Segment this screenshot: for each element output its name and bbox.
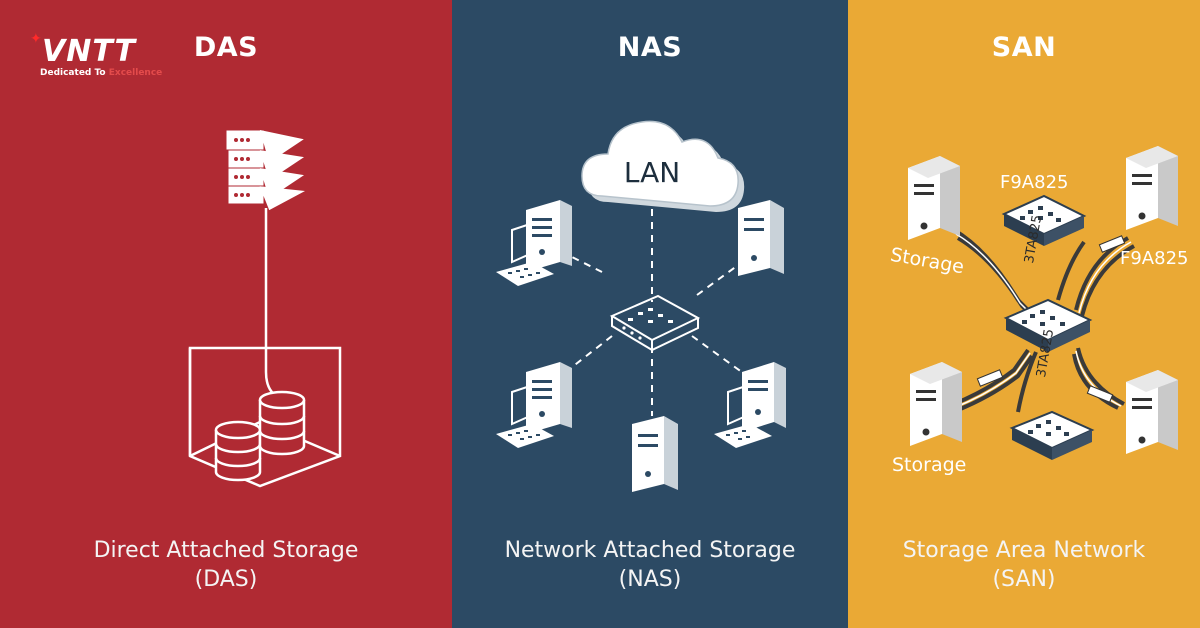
cloud-icon — [581, 120, 745, 212]
switch-code-right: F9A825 — [1120, 248, 1189, 269]
cable-tags — [976, 235, 1126, 403]
san-title: SAN — [991, 32, 1057, 63]
das-subtitle: Direct Attached Storage (DAS) — [0, 536, 452, 594]
storage-server-icon — [1126, 370, 1178, 454]
database-icon — [214, 390, 306, 482]
das-subtitle-line2: (DAS) — [194, 567, 258, 592]
storage-server-icon — [1126, 146, 1178, 230]
san-subtitle: Storage Area Network (SAN) — [848, 536, 1200, 594]
san-switch-icon — [1001, 194, 1087, 246]
logo-tagline: Dedicated To Excellence — [40, 68, 162, 78]
san-cable-highlights — [955, 233, 1132, 408]
nas-panel: NAS LAN — [452, 0, 848, 628]
nas-diagram: LAN — [496, 120, 786, 492]
san-panel: SAN — [848, 0, 1200, 628]
san-switch-icon — [1003, 298, 1093, 352]
switch-code-top: F9A825 — [1000, 172, 1069, 193]
san-subtitle-line1: Storage Area Network — [902, 538, 1146, 563]
logo-tagline-highlight: Excellence — [108, 68, 163, 78]
storage-server-icon — [908, 156, 960, 240]
das-subtitle-line1: Direct Attached Storage — [93, 538, 359, 563]
nas-subtitle: Network Attached Storage (NAS) — [452, 536, 848, 594]
brand-logo[interactable]: ✦ VNTT Dedicated To Excellence — [30, 31, 165, 84]
server-rack-icon — [226, 130, 306, 211]
nas-title: NAS — [617, 32, 683, 63]
storage-label-bottom: Storage — [892, 454, 967, 476]
das-diagram — [188, 130, 342, 488]
das-title: DAS — [193, 32, 259, 63]
workstation-icon — [496, 200, 572, 286]
san-subtitle-line2: (SAN) — [992, 567, 1056, 592]
workstation-icon — [496, 362, 572, 448]
tower-server-icon — [738, 200, 784, 276]
logo-star-icon: ✦ — [30, 31, 42, 47]
cloud-label: LAN — [624, 156, 680, 189]
san-switch-icon — [1009, 410, 1095, 460]
nas-links — [557, 196, 753, 416]
logo-tagline-prefix: Dedicated To — [40, 68, 109, 78]
das-cable — [264, 208, 281, 400]
tower-server-icon — [632, 416, 678, 492]
nas-subtitle-line2: (NAS) — [618, 567, 682, 592]
nas-subtitle-line1: Network Attached Storage — [504, 538, 796, 563]
workstation-icon — [714, 362, 786, 448]
storage-server-icon — [910, 362, 962, 446]
das-panel: ✦ VNTT Dedicated To Excellence DAS — [0, 0, 452, 628]
logo-wordmark: VNTT — [42, 34, 136, 69]
san-diagram — [908, 146, 1178, 460]
network-switch-icon — [609, 294, 701, 352]
